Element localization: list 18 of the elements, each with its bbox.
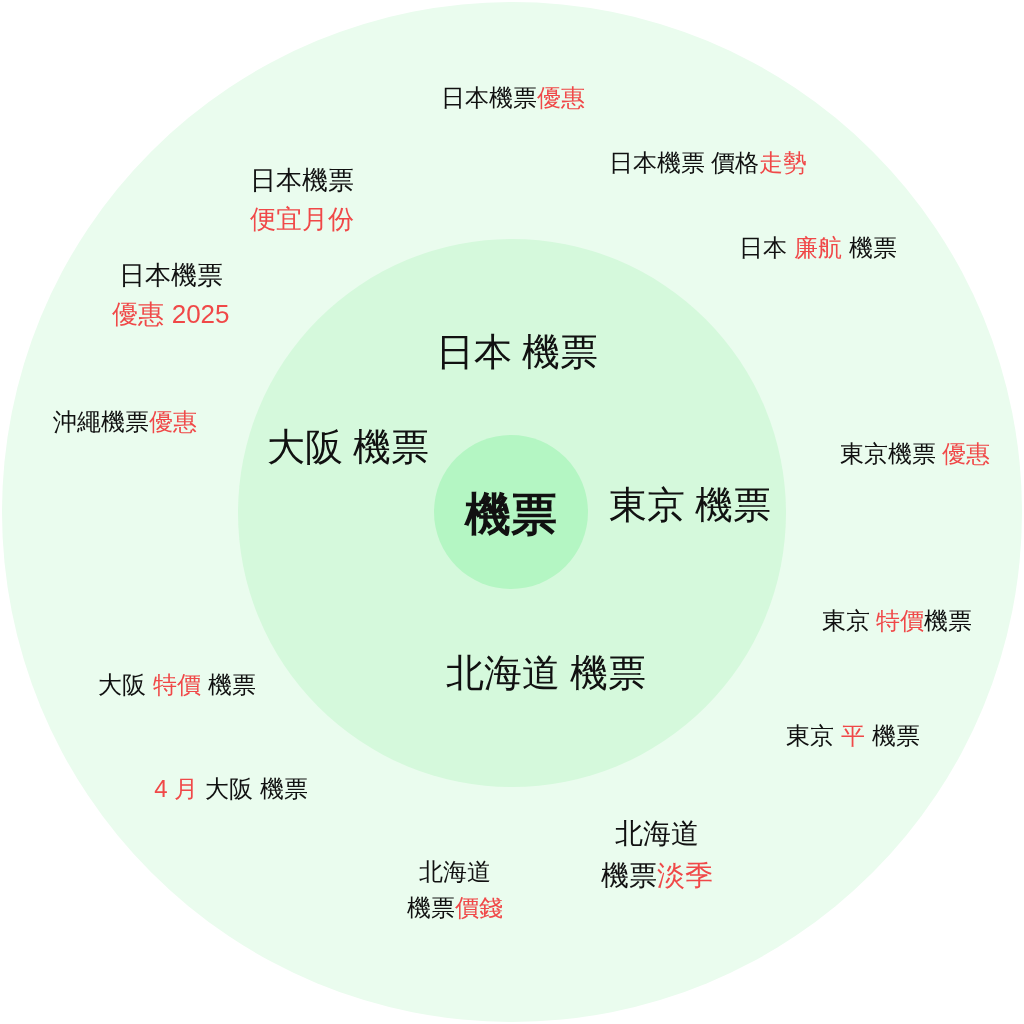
keyword-text: 東京 特價機票 xyxy=(821,606,973,636)
keyword-text: 4 月 大阪 機票 xyxy=(154,774,308,804)
keyword-text: 日本機票優惠 xyxy=(441,83,585,113)
keyword-text: 東京 平 機票 xyxy=(786,721,920,751)
keyword-text: 大阪 特價 機票 xyxy=(98,670,256,700)
keyword-text: 東京機票 優惠 xyxy=(839,439,991,469)
keyword-text: 日本 廉航 機票 xyxy=(739,233,897,263)
keyword-text: 機票 xyxy=(465,486,557,542)
keyword-text: 日本機票 價格走勢 xyxy=(608,148,808,178)
keyword-text: 北海道機票淡季 xyxy=(601,817,713,893)
keyword-text: 日本機票便宜月份 xyxy=(250,164,354,236)
keyword-text: 北海道 機票 xyxy=(445,650,647,696)
keyword-text: 大阪 機票 xyxy=(266,424,430,470)
keyword-text: 沖繩機票優惠 xyxy=(53,407,197,437)
keyword-text: 日本 機票 xyxy=(435,329,599,375)
keyword-text: 日本機票優惠 2025 xyxy=(112,259,230,331)
keyword-text: 東京 機票 xyxy=(608,482,772,528)
keyword-text: 北海道機票價錢 xyxy=(407,857,503,923)
